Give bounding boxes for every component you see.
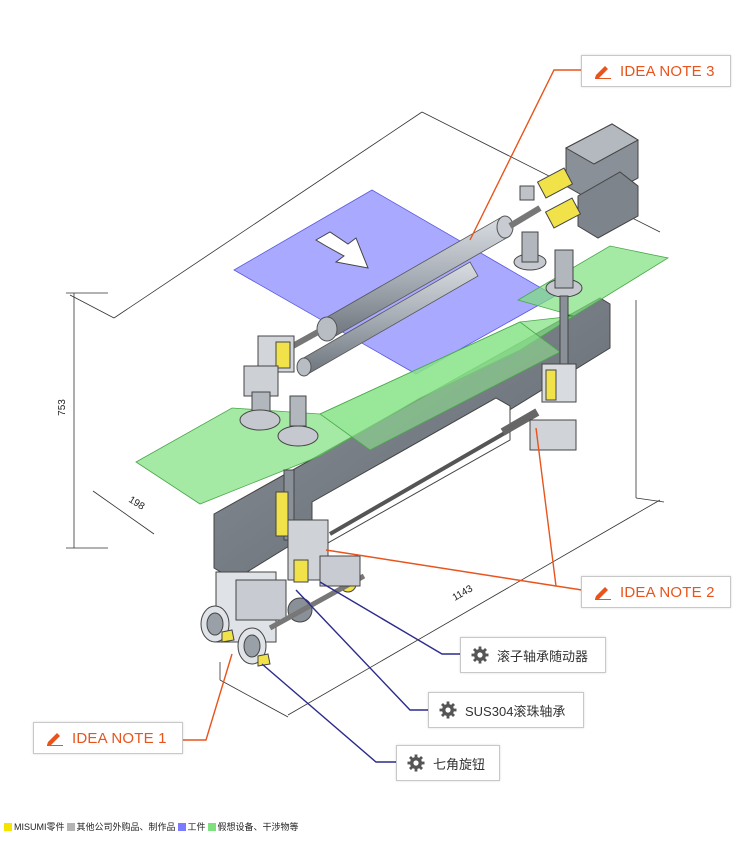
legend-swatch bbox=[4, 822, 12, 831]
pencil-icon bbox=[595, 66, 611, 79]
feed-roller bbox=[280, 205, 542, 377]
idea-note-label: IDEA NOTE 1 bbox=[72, 729, 167, 747]
legend-label: 工件 bbox=[187, 822, 206, 832]
idea-note-1[interactable]: IDEA NOTE 1 bbox=[33, 722, 183, 754]
drive-motors bbox=[519, 123, 639, 239]
legend-swatch bbox=[177, 822, 186, 831]
part-seven-lobe-knob[interactable]: 七角旋钮 bbox=[396, 745, 500, 781]
idea-note-2[interactable]: IDEA NOTE 2 bbox=[581, 576, 731, 608]
gear-icon bbox=[407, 754, 425, 772]
color-legend: MISUMI零件 其他公司外购品、制作品 工件 假想设备、干涉物等 bbox=[2, 820, 299, 833]
part-leaders bbox=[261, 581, 460, 763]
legend-label: 假想设备、干涉物等 bbox=[217, 822, 299, 832]
part-label: 七角旋钮 bbox=[433, 756, 486, 772]
gear-icon bbox=[439, 701, 457, 719]
part-label: SUS304滚珠轴承 bbox=[465, 703, 566, 719]
pencil-icon bbox=[595, 587, 611, 600]
legend-label: MISUMI零件 bbox=[14, 822, 65, 832]
virtual-equipment-top bbox=[516, 245, 670, 317]
idea-note-label: IDEA NOTE 2 bbox=[620, 583, 715, 601]
flow-arrow bbox=[315, 231, 369, 269]
gear-icon bbox=[471, 646, 489, 664]
dimension-lines bbox=[66, 111, 665, 718]
pencil-icon bbox=[47, 733, 63, 746]
part-label: 滚子轴承随动器 bbox=[497, 648, 589, 664]
legend-swatch bbox=[207, 822, 216, 831]
knobs bbox=[200, 605, 271, 667]
right-support bbox=[513, 231, 583, 451]
height-dimension-label: 753 bbox=[56, 399, 68, 416]
part-ball-bearing[interactable]: SUS304滚珠轴承 bbox=[428, 692, 584, 728]
left-support bbox=[239, 335, 319, 541]
legend-swatch bbox=[66, 822, 75, 831]
idea-note-3[interactable]: IDEA NOTE 3 bbox=[581, 55, 731, 87]
idea-note-leaders bbox=[182, 69, 583, 741]
legend-label: 其他公司外购品、制作品 bbox=[76, 822, 176, 832]
idea-note-label: IDEA NOTE 3 bbox=[620, 62, 715, 80]
part-roller-follower[interactable]: 滚子轴承随动器 bbox=[460, 637, 606, 673]
lower-mechanism bbox=[215, 519, 366, 643]
